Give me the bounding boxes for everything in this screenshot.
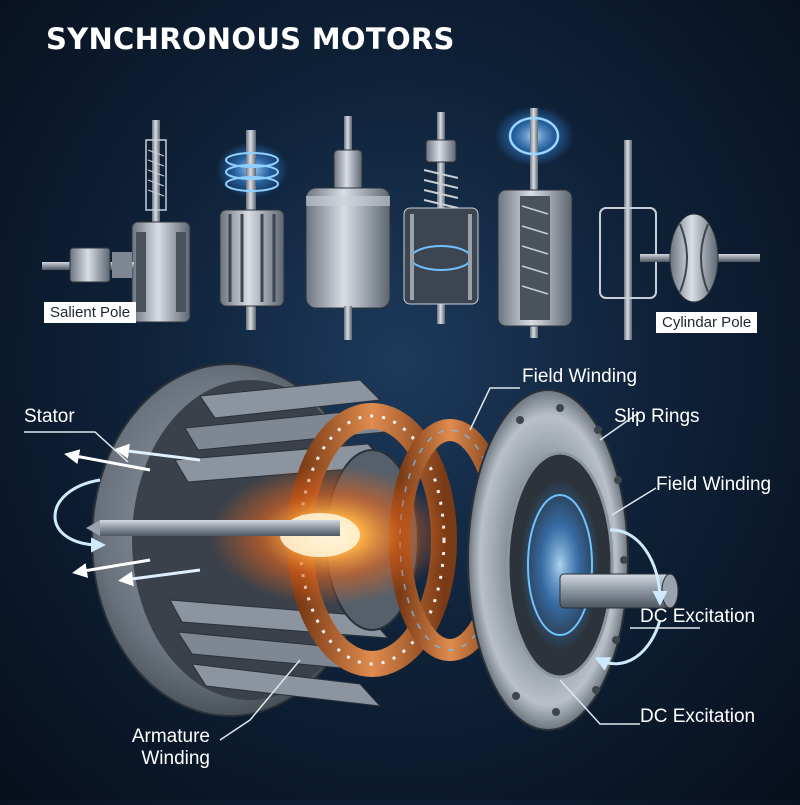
airflow-arrows <box>53 443 201 587</box>
callout-armature-line1: Armature <box>131 726 210 747</box>
callout-field-winding-top: Field Winding <box>522 366 638 387</box>
callout-armature-line2: Winding <box>141 748 210 769</box>
callout-lines <box>24 387 700 741</box>
main-motor <box>53 363 679 731</box>
rotor-variant-salient-pole <box>42 120 191 323</box>
callout-field-winding-right: Field Winding <box>656 474 772 495</box>
rotor-variant-2 <box>216 130 288 330</box>
page-title: SYNCHRONOUS MOTORS <box>46 22 455 56</box>
label-cylindar-pole: Cylindar Pole <box>656 312 758 333</box>
rotor-variant-cylindrical-pole <box>599 140 760 340</box>
flange-bolt-holes <box>512 404 628 716</box>
rotor-variant-3 <box>305 116 391 340</box>
output-shaft <box>559 573 671 609</box>
callout-slip-rings: Slip Rings <box>614 406 700 427</box>
callout-dc-excitation-1: DC Excitation <box>640 606 756 627</box>
rotor-variant-4 <box>403 112 479 324</box>
rotor-variants-row <box>42 106 760 340</box>
callout-stator: Stator <box>24 406 75 427</box>
callout-armature-winding: Armature Winding <box>110 726 210 770</box>
callout-dc-excitation-2: DC Excitation <box>640 706 756 727</box>
shaft-left <box>100 520 340 536</box>
label-salient-pole: Salient Pole <box>44 302 137 323</box>
rotor-variant-5 <box>494 106 574 338</box>
